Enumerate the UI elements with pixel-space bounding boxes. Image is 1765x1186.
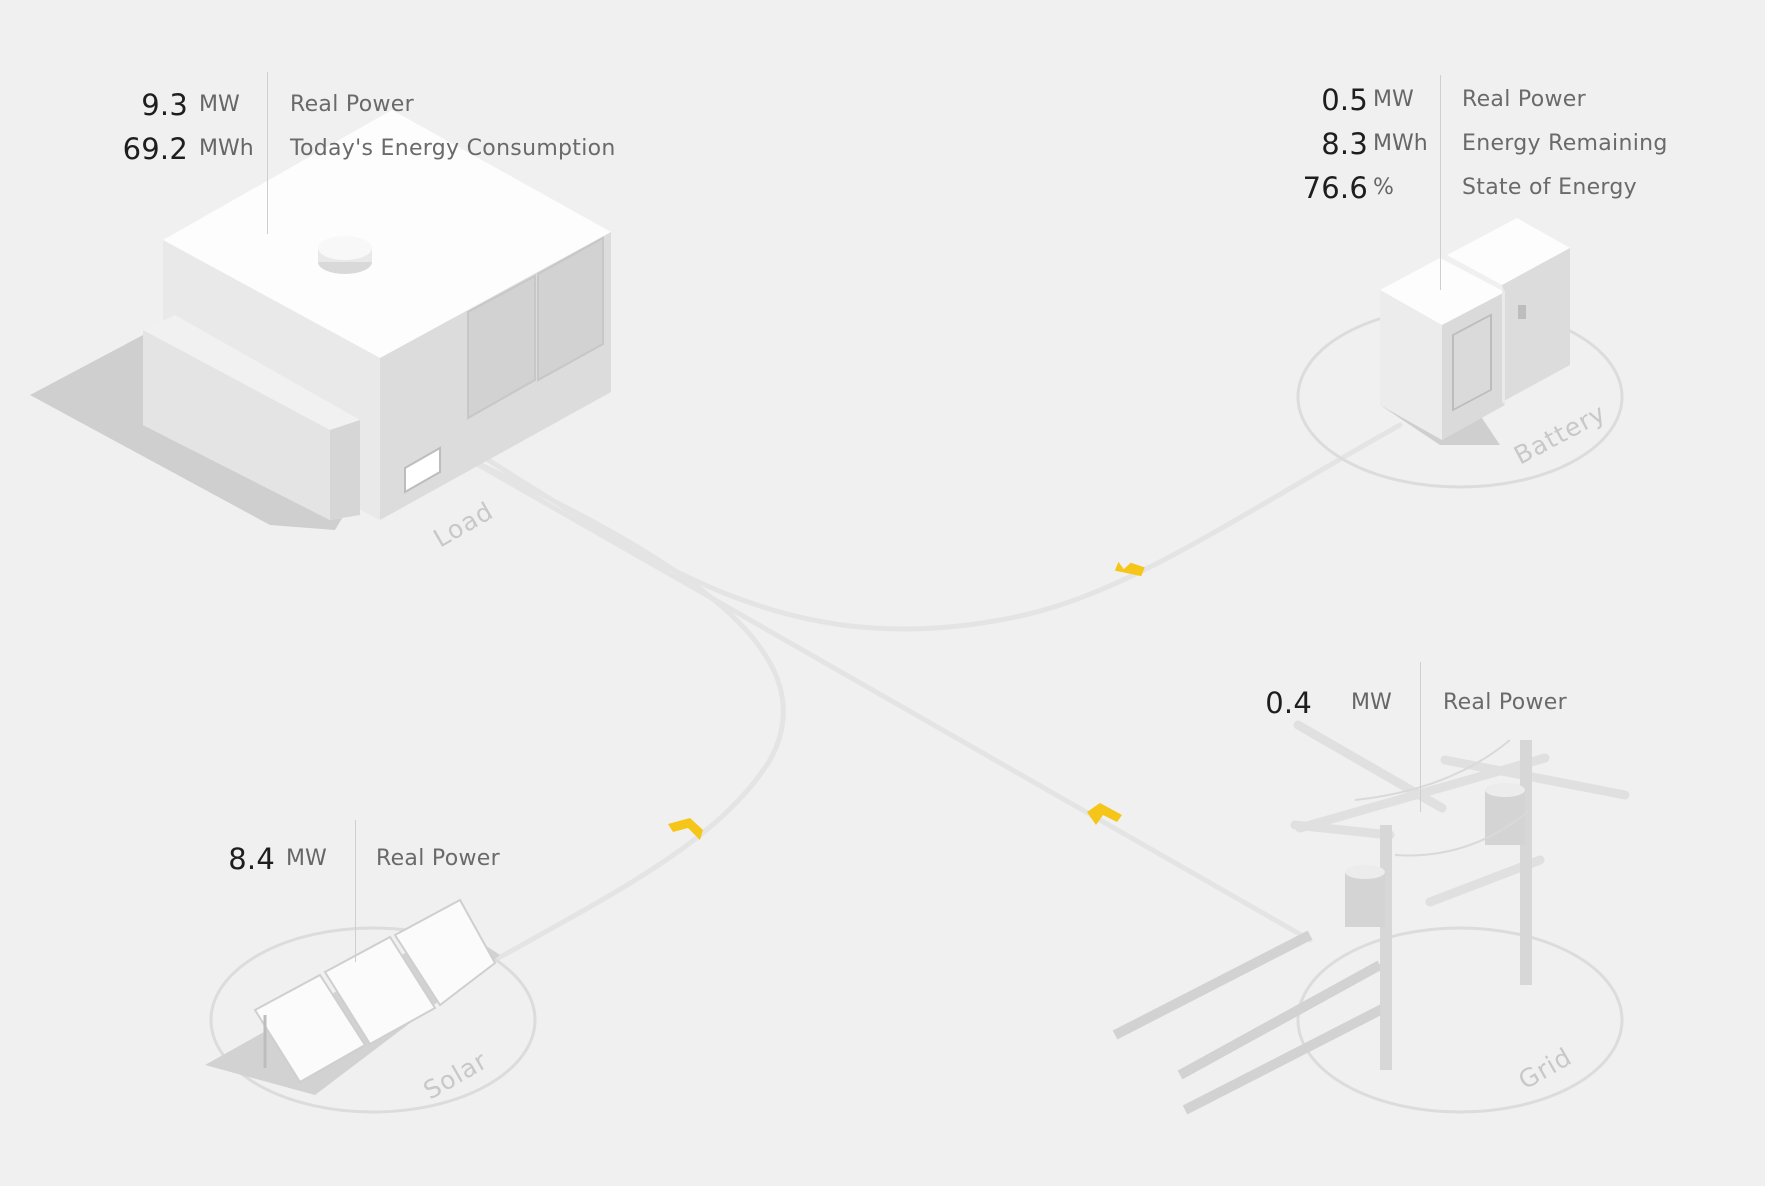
flow-line-load-battery	[477, 422, 1403, 632]
battery-real-power-value: 0.5	[1321, 83, 1368, 117]
grid-real-power-label: Real Power	[1443, 690, 1567, 715]
building-icon	[30, 110, 611, 530]
flow-arrow-battery-icon	[1114, 561, 1145, 577]
solar-ring	[209, 926, 537, 1114]
grid-real-power-unit: MW	[1351, 690, 1392, 715]
solar-panel-3	[393, 898, 497, 1007]
node-label-grid: Grid	[1514, 1042, 1577, 1095]
battery-state-of-energy-unit: %	[1373, 175, 1394, 200]
solar-real-power-label: Real Power	[376, 846, 500, 871]
flow-arrow-grid-icon	[1087, 803, 1122, 825]
battery-energy-remaining-label: Energy Remaining	[1462, 131, 1668, 156]
node-label-battery: Battery	[1509, 398, 1610, 470]
battery-real-power-label: Real Power	[1462, 87, 1586, 112]
solar-metrics-divider	[355, 820, 356, 962]
flow-arrows	[668, 561, 1145, 840]
battery-state-of-energy-value: 76.6	[1302, 171, 1368, 205]
load-energy-consumption-label: Today's Energy Consumption	[290, 136, 616, 161]
battery-energy-remaining-unit: MWh	[1373, 131, 1428, 156]
solar-real-power-unit: MW	[286, 846, 327, 871]
battery-state-of-energy-label: State of Energy	[1462, 175, 1637, 200]
solar-panel-icon	[205, 898, 500, 1095]
load-real-power-value: 9.3	[141, 88, 188, 122]
battery-energy-remaining-value: 8.3	[1321, 127, 1368, 161]
load-real-power-unit: MW	[199, 92, 240, 117]
solar-panel-1	[253, 973, 367, 1084]
load-energy-consumption-unit: MWh	[199, 136, 254, 161]
solar-real-power-value: 8.4	[228, 842, 275, 876]
grid-metrics-divider	[1420, 662, 1421, 812]
grid-real-power-value: 0.4	[1265, 686, 1312, 720]
load-real-power-label: Real Power	[290, 92, 414, 117]
grid-ring	[1296, 926, 1624, 1114]
battery-metrics-divider	[1440, 75, 1441, 290]
flow-line-load-solar	[472, 459, 786, 963]
solar-panel-2	[323, 935, 437, 1046]
load-energy-consumption-value: 69.2	[122, 132, 188, 166]
battery-cabinet-icon	[1380, 218, 1570, 445]
flow-arrow-solar-icon	[668, 818, 703, 840]
flow-lines	[467, 422, 1403, 963]
utility-pole-icon	[1112, 720, 1630, 1115]
flow-line-load-grid	[467, 457, 1313, 943]
battery-real-power-unit: MW	[1373, 87, 1414, 112]
node-label-load: Load	[429, 496, 499, 553]
node-label-solar: Solar	[419, 1046, 493, 1105]
load-metrics-divider	[267, 72, 268, 234]
